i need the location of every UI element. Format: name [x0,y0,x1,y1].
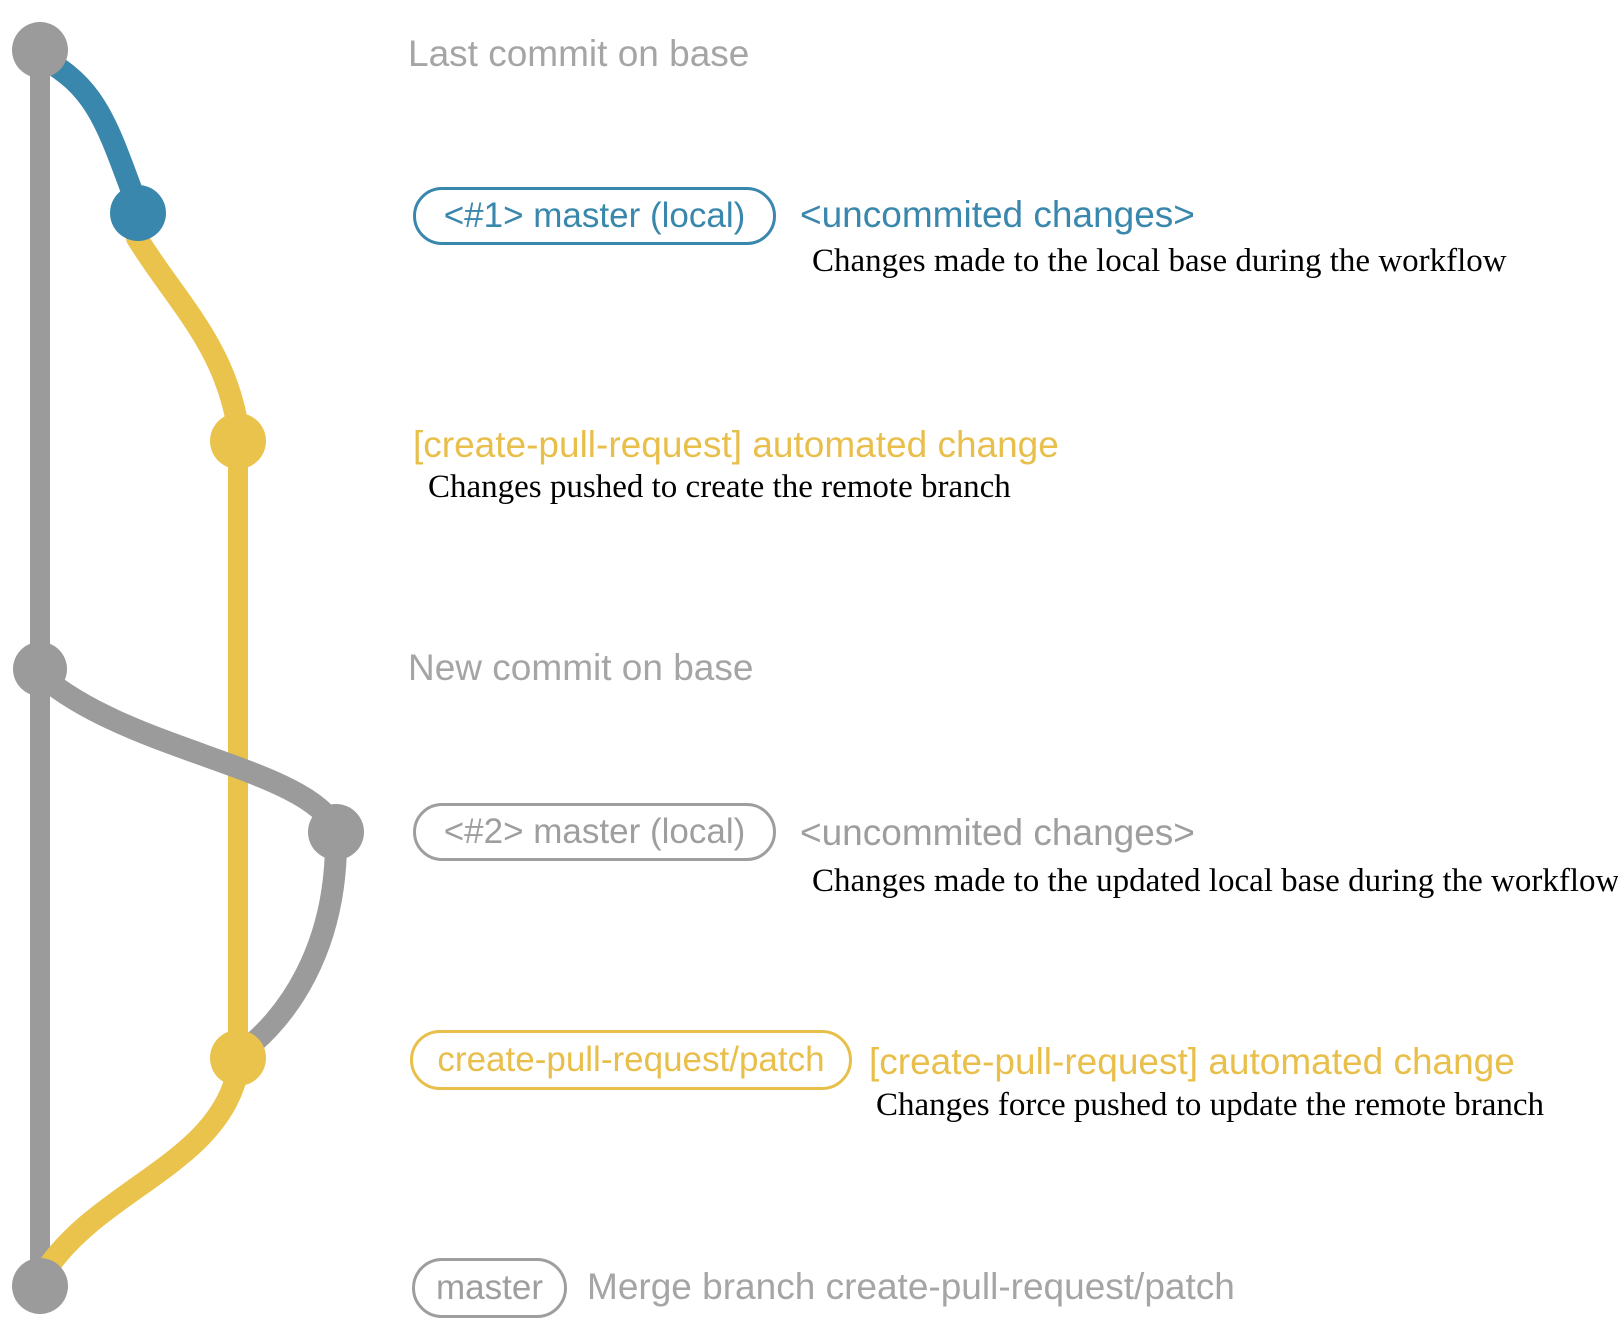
commit-dot-new-base [13,642,67,696]
commit-message-automated-2: [create-pull-request] automated change [869,1041,1515,1082]
master-local-branch-curve [31,47,147,213]
commit-description-uncommitted-2: Changes made to the updated local base d… [812,863,1618,899]
branch-tag-label: <#1> master (local) [443,196,746,235]
commit-description-automated-2: Changes force pushed to update the remot… [876,1087,1545,1123]
patch-branch-curve-top [126,227,249,439]
commit-dot-last-base [12,22,68,78]
branch-tag-master: master [412,1258,567,1318]
branch-tag-patch: create-pull-request/patch [410,1030,852,1090]
branch-tag-label: create-pull-request/patch [437,1040,825,1079]
commit-message-merge: Merge branch create-pull-request/patch [587,1266,1235,1307]
commit-description-automated-1: Changes pushed to create the remote bran… [428,469,1011,505]
branch-tag-master-local-2: <#2> master (local) [413,803,776,861]
master-local2-merge-curve [231,823,348,1063]
commit-label-new-base: New commit on base [408,647,754,688]
commit-description-uncommitted-1: Changes made to the local base during th… [812,243,1507,279]
master-local2-branch-curve [31,665,347,841]
commit-message-uncommitted-1: <uncommited changes> [800,194,1195,235]
branch-tag-label: <#2> master (local) [443,812,746,851]
branch-tag-label: master [436,1268,543,1307]
commit-dot-automated-2 [210,1030,266,1086]
commit-dot-uncommitted-2 [308,804,364,860]
branch-tag-master-local-1: <#1> master (local) [413,187,776,245]
git-graph [12,22,364,1314]
commit-message-automated-1: [create-pull-request] automated change [413,424,1059,465]
commit-label-last-base: Last commit on base [408,33,750,74]
commit-dot-merge [12,1258,68,1314]
patch-merge-curve [35,1067,247,1281]
commit-dot-automated-1 [210,413,266,469]
commit-dot-uncommitted-1 [110,185,166,241]
commit-message-uncommitted-2: <uncommited changes> [800,812,1195,853]
